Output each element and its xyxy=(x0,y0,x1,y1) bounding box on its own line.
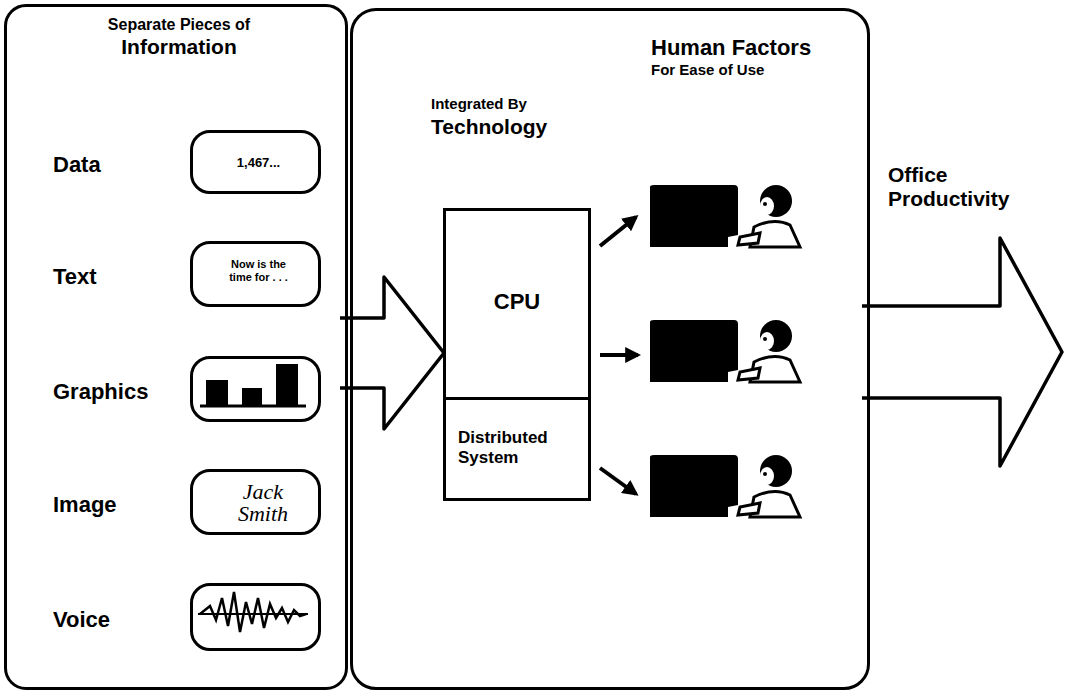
row-label: Graphics xyxy=(53,379,183,404)
pointer-arrow xyxy=(600,353,638,357)
row-label: Voice xyxy=(53,607,183,632)
node-text: Technology xyxy=(431,115,591,139)
node-text: Distributed System xyxy=(458,428,578,467)
output-arrow xyxy=(862,238,1062,466)
node-text: CPU xyxy=(446,289,588,314)
data-icon: Data1,467... xyxy=(190,130,321,194)
pointer-arrow xyxy=(600,468,636,494)
distributed-system-box: Distributed System xyxy=(443,397,591,501)
technology-panel: Integrated By Technology Human FactorsFor … xyxy=(350,8,870,690)
voice-icon: Voice xyxy=(190,583,321,651)
node-text: Separate Pieces of xyxy=(47,16,311,34)
waveform-icon xyxy=(198,592,308,632)
node-text: Integrated By xyxy=(431,95,591,112)
node-text: For Ease of Use xyxy=(651,61,861,78)
workstation-figure xyxy=(650,320,800,382)
node-text: 1,467... xyxy=(203,156,314,171)
cpu-box: CPU xyxy=(443,208,591,400)
bar-chart-icon xyxy=(200,364,306,406)
text-icon: TextNow is the time for . . . xyxy=(190,241,321,307)
workstation-figure xyxy=(650,455,800,517)
image-icon: ImageJack Smith xyxy=(190,469,321,535)
workstation-figure xyxy=(650,185,800,247)
row-label: Text xyxy=(53,264,183,289)
output-label: Office Productivity xyxy=(888,163,1038,211)
row-label: Image xyxy=(53,492,183,517)
info-panel: Separate Pieces ofInformationData1,467..… xyxy=(4,4,348,690)
node-text: Now is the time for . . . xyxy=(221,258,296,283)
pointer-arrow xyxy=(600,217,636,246)
node-text: Information xyxy=(47,35,311,59)
block-arrow xyxy=(340,277,444,429)
node-text: Human Factors xyxy=(651,35,861,60)
node-text: Jack Smith xyxy=(231,481,295,525)
row-label: Data xyxy=(53,152,183,177)
graphics-icon: Graphics xyxy=(190,356,321,422)
